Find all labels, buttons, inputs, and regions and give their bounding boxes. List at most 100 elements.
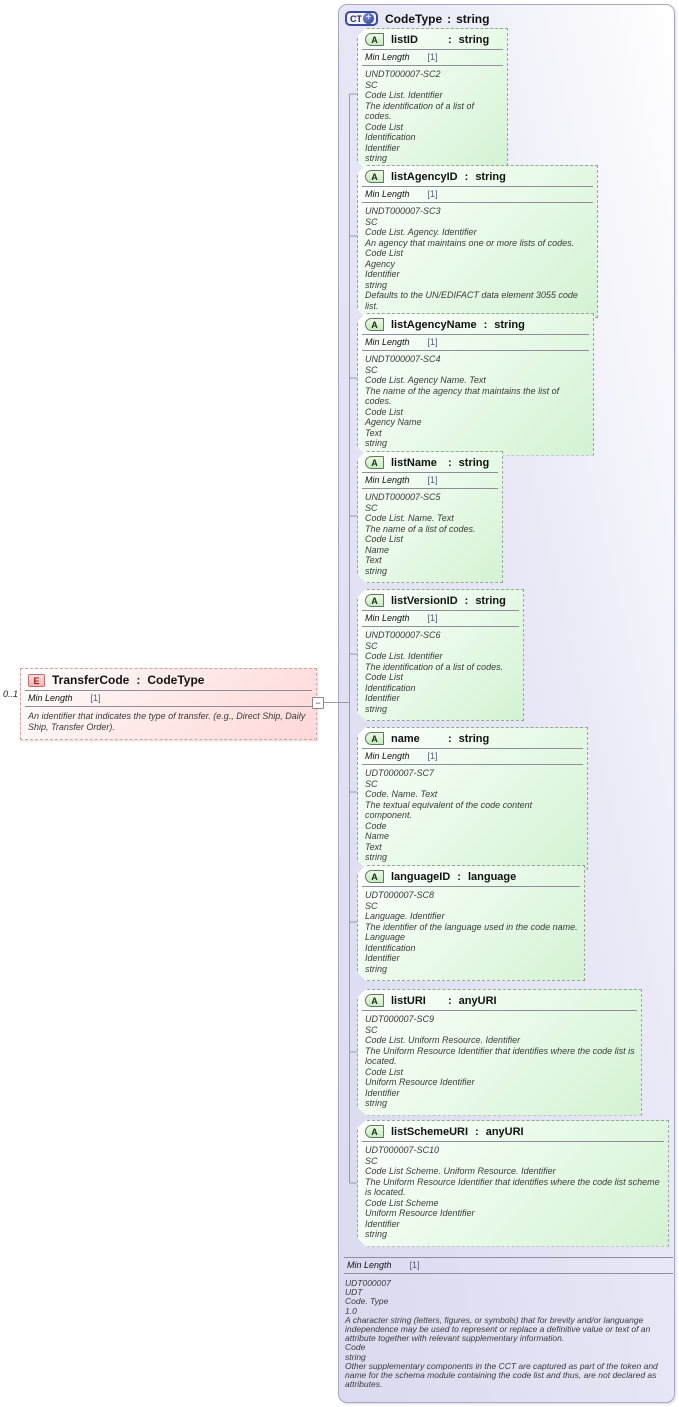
attribute-box-listname[interactable]: A listName : string Min Length [1] UNDT0… [357,451,503,583]
facet-row: Min Length [1] [362,472,498,489]
type-separator: : [448,732,452,745]
attribute-title: A listAgencyName : string [358,314,593,334]
annotation-line: 1.0 [345,1305,357,1316]
attribute-type: anyURI [458,994,497,1007]
facet-name: Min Length [365,52,410,62]
annotation-line: SC [365,79,378,90]
facet-row: Min Length [1] [362,186,593,203]
annotation-line: Code [365,820,387,831]
annotation-line: UDT000007-SC10 [365,1145,440,1155]
annotation-line: string [365,963,388,974]
annotation-line: SC [365,640,378,651]
attribute-icon: A [365,732,384,745]
element-box-transfercode[interactable]: E TransferCode : CodeType Min Length [1]… [20,668,317,740]
type-separator: : [136,673,141,687]
annotation-line: The textual equivalent of the code conte… [365,799,533,820]
annotation-line: Code List [365,1066,404,1077]
attribute-icon: A [365,33,384,46]
annotation-line: SC [365,216,378,227]
attribute-box-listagencyname[interactable]: A listAgencyName : string Min Length [1]… [357,313,594,456]
annotation-line: UNDT000007-SC4 [365,354,441,364]
annotation-line: Defaults to the UN/EDIFACT data element … [365,290,578,311]
attribute-name: listURI [391,994,426,1007]
annotation-line: Code List Scheme [365,1197,439,1208]
annotation-line: Identifier [365,1087,400,1098]
attribute-type: string [494,318,525,331]
attribute-name: listSchemeURI [391,1125,469,1138]
annotation-line: Code List Scheme. Uniform Resource. Iden… [365,1166,556,1176]
attribute-box-listversionid[interactable]: A listVersionID : string Min Length [1] … [357,589,524,721]
facet-value: [1] [427,751,438,761]
annotation-line: string [365,565,388,576]
annotation-line: Code List. Name. Text [365,513,454,523]
facet-row: Min Length [1] [25,690,312,707]
annotation-line: Code. Type [345,1296,389,1307]
facet-name: Min Length [365,189,410,199]
facet-row: Min Length [1] [362,49,503,66]
annotation-line: The identification of a list of codes. [365,100,475,121]
attribute-name: listAgencyID [391,170,458,183]
annotation-line: Language [365,932,406,942]
attribute-type: string [458,456,490,469]
type-separator: : [457,870,461,883]
annotation-line: UNDT000007-SC3 [365,206,441,216]
attribute-name: listName [391,456,437,469]
attribute-icon: A [365,318,384,331]
attribute-name: listID [391,33,418,46]
annotation-line: Identification [365,132,416,142]
annotation-line: SC [365,502,378,513]
title-divider [362,886,580,887]
attribute-icon: A [365,594,384,607]
annotation-line: Uniform Resource Identifier [365,1208,475,1218]
facet-value: [1] [427,52,438,62]
collapse-toggle[interactable]: − [312,697,324,709]
annotation-line: Identifier [365,953,400,963]
annotation-line: string [365,153,388,163]
annotation-line: An identifier that indicates the type of… [28,711,306,732]
attribute-type: language [467,870,517,883]
type-separator: : [448,456,452,469]
facet-name: Min Length [347,1260,392,1270]
annotation-line: string [365,1229,388,1239]
cardinality-label: 0..1 [3,689,19,699]
annotation-line: Identifier [365,1218,400,1229]
annotation-line: string [365,279,388,290]
annotation-line: Language. Identifier [365,911,445,921]
attribute-box-listid[interactable]: A listID : string Min Length [1] UNDT000… [357,28,508,171]
element-name: TransferCode [52,673,130,687]
annotation-line: string [365,703,388,714]
attribute-box-name[interactable]: A name : string Min Length [1] UDT000007… [357,727,588,870]
annotation-line: Code List [365,672,404,682]
facet-value: [1] [427,337,438,347]
element-annotation: An identifier that indicates the type of… [21,707,316,739]
attribute-name: listVersionID [391,594,458,607]
annotation-line: Code List. Uniform Resource. Identifier [365,1035,521,1045]
attribute-icon: A [365,1125,384,1138]
annotation-line: UDT [345,1287,363,1298]
annotation-line: Agency Name [365,417,422,427]
annotation-line: The identifier of the language used in t… [365,921,578,932]
type-separator: : [483,318,488,331]
annotation-line: Code List [365,406,404,417]
annotation-line: The Uniform Resource Identifier that ide… [365,1176,660,1197]
facet-row: Min Length [1] [344,1257,673,1274]
type-separator: : [447,11,452,26]
complextype-icon-label: CT [350,13,362,24]
type-separator: : [464,170,469,183]
attribute-type: string [458,33,490,46]
annotation-line: Identifier [365,269,400,279]
complextype-header: CT+ CodeType : string [345,11,489,26]
annotation-line: string [365,852,388,862]
attribute-title: A listName : string [358,452,502,472]
attribute-type: anyURI [485,1125,524,1138]
annotation-line: Identification [365,942,416,953]
attribute-box-listagencyid[interactable]: A listAgencyID : string Min Length [1] U… [357,165,598,318]
